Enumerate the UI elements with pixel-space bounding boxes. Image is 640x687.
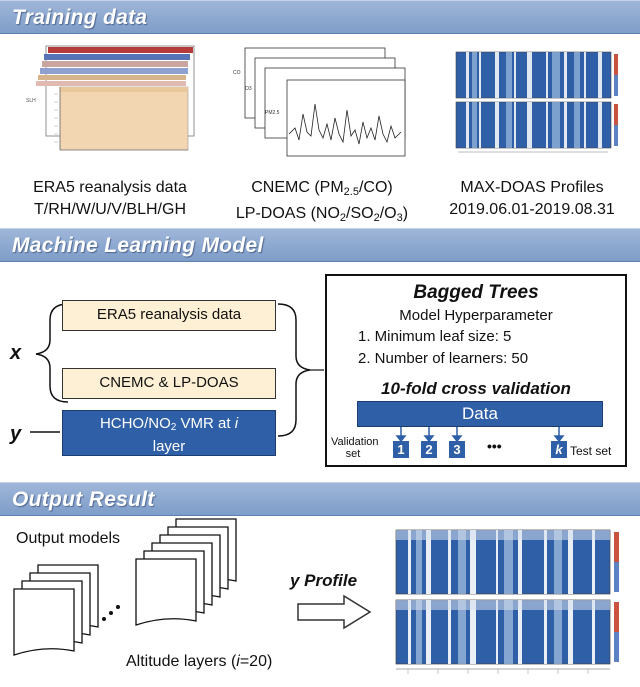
svg-text:O3: O3 xyxy=(245,86,252,92)
hyperparameter-label: Model Hyperparameter xyxy=(399,307,553,324)
training-data-header: Training data xyxy=(0,0,640,34)
svg-text:SLH: SLH xyxy=(26,98,36,104)
altitude-layers-label: Altitude layers (i=20) xyxy=(126,653,273,670)
era5-thumbnail: SLH xyxy=(26,45,195,151)
fold-2: 2 xyxy=(421,441,437,458)
param-min-leaf: 1. Minimum leaf size: 5 xyxy=(358,328,512,345)
ml-model-header: Machine Learning Model xyxy=(0,228,640,262)
output-result-header: Output Result xyxy=(0,482,640,516)
test-set-label: Test set xyxy=(570,444,612,458)
bagged-trees-title: Bagged Trees xyxy=(413,282,539,303)
input-era5-box: ERA5 reanalysis data xyxy=(62,300,276,331)
data-bar: Data xyxy=(357,401,603,427)
model-connectors xyxy=(30,303,324,437)
output-models-label: Output models xyxy=(16,530,121,547)
fold-3: 3 xyxy=(449,441,465,458)
maxdoas-thumbnail xyxy=(455,51,618,153)
svg-text:CO: CO xyxy=(233,70,241,76)
fold-k: k xyxy=(551,441,567,458)
input-cnemc-lpdoas-box: CNEMC & LP-DOAS xyxy=(62,368,276,399)
validation-set-label: Validation set xyxy=(331,436,379,460)
svg-text:PM2.5: PM2.5 xyxy=(265,110,280,116)
output-models-stack xyxy=(13,518,237,656)
target-hcho-box: HCHO/NO2 VMR at i layer xyxy=(62,410,276,456)
cv-title: 10-fold cross validation xyxy=(381,379,571,398)
fold-1: 1 xyxy=(393,441,409,458)
y-profile-arrow xyxy=(297,594,372,630)
x-variable-label: x xyxy=(10,342,22,364)
y-profile-label: y Profile xyxy=(290,571,358,590)
cnemc-caption: CNEMC (PM2.5/CO) LP-DOAS (NO2/SO2/O3) xyxy=(235,179,409,224)
fold-arrows xyxy=(395,427,565,443)
fold-ellipsis: ••• xyxy=(487,438,502,454)
output-profile-thumbnail xyxy=(395,529,619,674)
maxdoas-caption: MAX-DOAS Profiles 2019.06.01-2019.08.31 xyxy=(449,179,615,218)
bagged-trees-panel: Bagged Trees Model Hyperparameter 1. Min… xyxy=(325,274,627,467)
y-variable-label: y xyxy=(10,423,22,445)
param-num-learners: 2. Number of learners: 50 xyxy=(358,350,529,367)
era5-caption: ERA5 reanalysis data T/RH/W/U/V/BLH/GH xyxy=(33,179,187,218)
